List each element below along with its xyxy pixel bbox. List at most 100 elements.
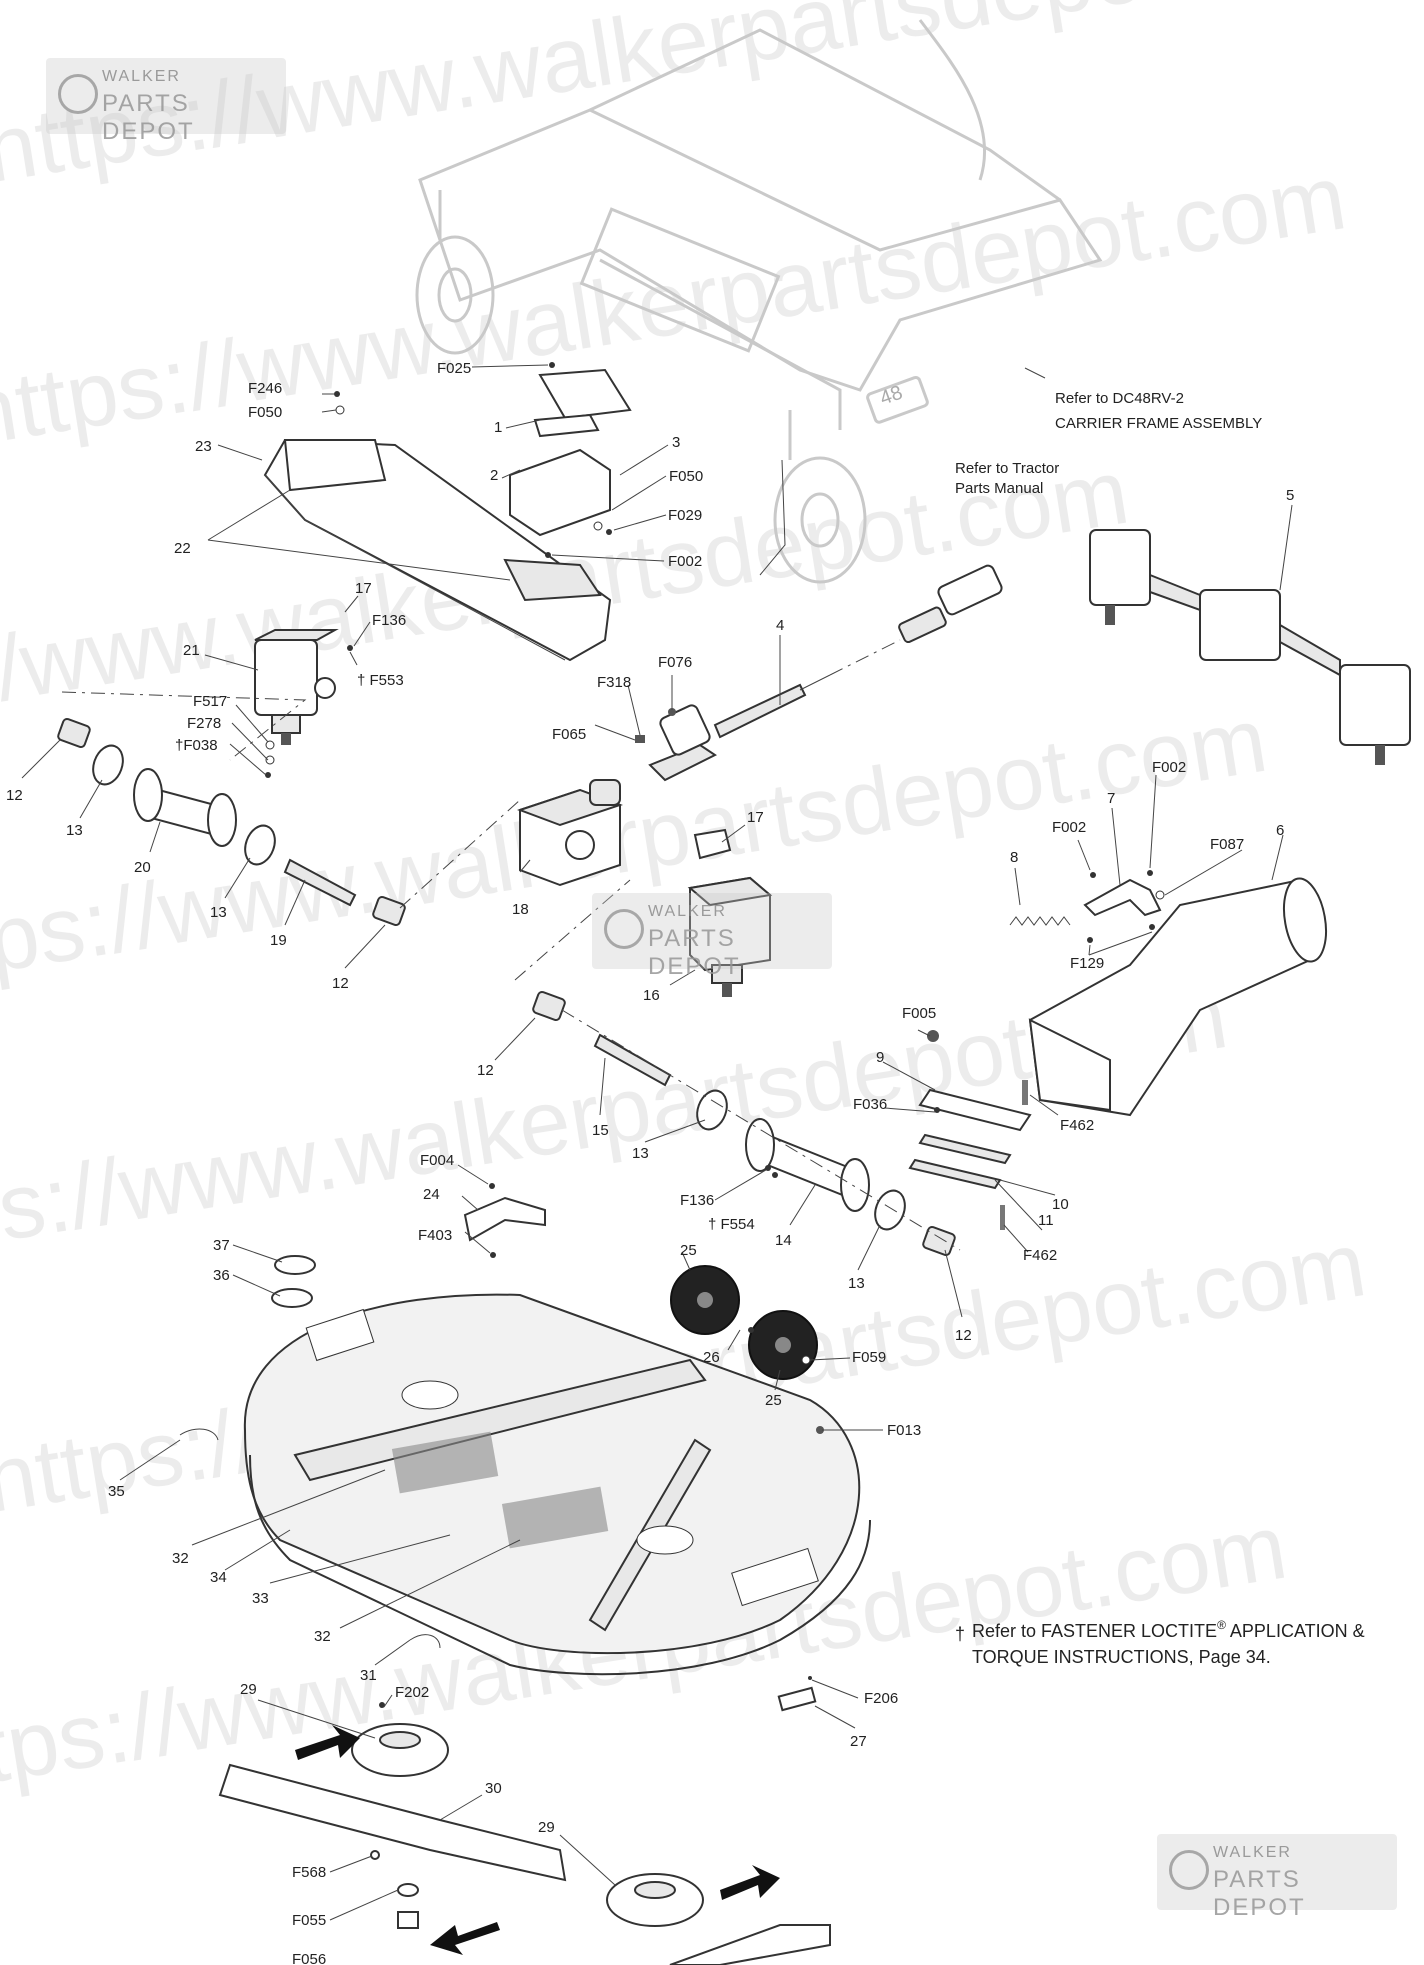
label-F013: F013 — [887, 1422, 921, 1439]
label-F025: F025 — [437, 360, 471, 377]
washers-36-37 — [271, 1255, 316, 1308]
gearbox-21 — [254, 629, 339, 745]
carrier-frame-reference: Refer to DC48RV-2 — [1055, 390, 1184, 407]
gearbox-18 — [517, 779, 623, 887]
label-17: 17 — [355, 580, 372, 597]
label-21: 21 — [183, 642, 200, 659]
label-12: 12 — [477, 1062, 494, 1079]
spring-8 — [1009, 916, 1071, 926]
label-F554: † F554 — [708, 1216, 755, 1233]
label-13: 13 — [210, 904, 227, 921]
hardware — [265, 362, 1165, 1708]
label-F129: F129 — [1070, 955, 1104, 972]
carrier-frame-reference: CARRIER FRAME ASSEMBLY — [1055, 415, 1262, 432]
logo-walker-text: WALKER — [102, 68, 181, 85]
label-19: 19 — [270, 932, 287, 949]
logo-depot-text: PARTS DEPOT — [102, 90, 195, 145]
label-F087: F087 — [1210, 836, 1244, 853]
mower-deck — [243, 1293, 871, 1676]
logo-walker-text: WALKER — [648, 903, 727, 920]
label-32: 32 — [314, 1628, 331, 1645]
label-F553: † F553 — [357, 672, 404, 689]
belt-shield-cover — [263, 438, 612, 662]
label-1: 1 — [494, 419, 502, 436]
label-36: 36 — [213, 1267, 230, 1284]
label-24: 24 — [423, 1186, 440, 1203]
label-15: 15 — [592, 1122, 609, 1139]
walker-parts-depot-logo: WALKER PARTS DEPOT — [592, 893, 832, 980]
label-6: 6 — [1276, 822, 1284, 839]
label-F059: F059 — [852, 1349, 886, 1366]
label-4: 4 — [776, 617, 784, 634]
tractor-manual-reference: Refer to Tractor — [955, 460, 1059, 477]
label-F002: F002 — [1152, 759, 1186, 776]
label-34: 34 — [210, 1569, 227, 1586]
footnote-line-2: TORQUE INSTRUCTIONS, Page 34. — [972, 1647, 1271, 1667]
label-F056: F056 — [292, 1951, 326, 1965]
label-F517: F517 — [193, 693, 227, 710]
walker-parts-depot-logo: WALKER PARTS DEPOT — [1157, 1834, 1397, 1921]
label-F050: F050 — [669, 468, 703, 485]
label-12: 12 — [332, 975, 349, 992]
footnote-line-1: Refer to FASTENER LOCTITE® APPLICATION & — [972, 1618, 1365, 1641]
walker-parts-depot-logo: WALKER PARTS DEPOT — [46, 58, 286, 145]
label-27: 27 — [850, 1733, 867, 1750]
part-labels: F246 F050 F025 1 2 3 F050 F029 F002 23 2… — [6, 360, 1294, 1965]
logo-depot-text: PARTS DEPOT — [1213, 1866, 1306, 1921]
driveshaft-4 — [648, 564, 1003, 782]
logo-circle-icon — [58, 74, 98, 114]
label-33: 33 — [252, 1590, 269, 1607]
label-5: 5 — [1286, 487, 1294, 504]
label-12: 12 — [955, 1327, 972, 1344]
label-F403: F403 — [418, 1227, 452, 1244]
hinge-9-11 — [908, 1088, 1032, 1190]
label-23: 23 — [195, 438, 212, 455]
anti-scalp-wheels — [670, 1265, 818, 1380]
label-7: 7 — [1107, 790, 1115, 807]
alignment-lines — [61, 691, 961, 1251]
label-F246: F246 — [248, 380, 282, 397]
blades-and-spindles — [218, 1723, 831, 1965]
plate-27 — [777, 1686, 817, 1712]
logo-circle-icon — [1169, 1850, 1209, 1890]
label-31: 31 — [360, 1667, 377, 1684]
leader-lines — [21, 364, 1293, 1921]
label-F462: F462 — [1023, 1247, 1057, 1264]
label-F136: F136 — [680, 1192, 714, 1209]
label-18: 18 — [512, 901, 529, 918]
discharge-chute — [1028, 877, 1328, 1117]
label-F038: †F038 — [175, 737, 218, 754]
right-shaft-assembly — [532, 991, 956, 1256]
label-9: 9 — [876, 1049, 884, 1066]
label-F002: F002 — [668, 553, 702, 570]
label-F568: F568 — [292, 1864, 326, 1881]
label-F206: F206 — [864, 1690, 898, 1707]
label-F065: F065 — [552, 726, 586, 743]
label-F036: F036 — [853, 1096, 887, 1113]
label-35: 35 — [108, 1483, 125, 1500]
reference-notes: Refer to DC48RV-2 CARRIER FRAME ASSEMBLY… — [955, 390, 1262, 497]
label-F029: F029 — [668, 507, 702, 524]
label-20: 20 — [134, 859, 151, 876]
bracket-24 — [463, 1196, 546, 1242]
label-11: 11 — [1038, 1212, 1054, 1229]
label-32: 32 — [172, 1550, 189, 1567]
latch-7 — [1083, 878, 1162, 917]
label-30: 30 — [485, 1780, 502, 1797]
label-12: 12 — [6, 787, 23, 804]
label-F202: F202 — [395, 1684, 429, 1701]
label-F318: F318 — [597, 674, 631, 691]
footnote-dagger: † — [955, 1624, 965, 1644]
label-F002: F002 — [1052, 819, 1086, 836]
label-26: 26 — [703, 1349, 720, 1366]
gearbox-assembly-5 — [1089, 529, 1411, 765]
label-8: 8 — [1010, 849, 1018, 866]
logo-circle-icon — [604, 909, 644, 949]
lynch-pins — [179, 1428, 441, 1649]
label-37: 37 — [213, 1237, 230, 1254]
label-29: 29 — [538, 1819, 555, 1836]
label-25: 25 — [680, 1242, 697, 1259]
logo-walker-text: WALKER — [1213, 1844, 1292, 1861]
label-13: 13 — [848, 1275, 865, 1292]
